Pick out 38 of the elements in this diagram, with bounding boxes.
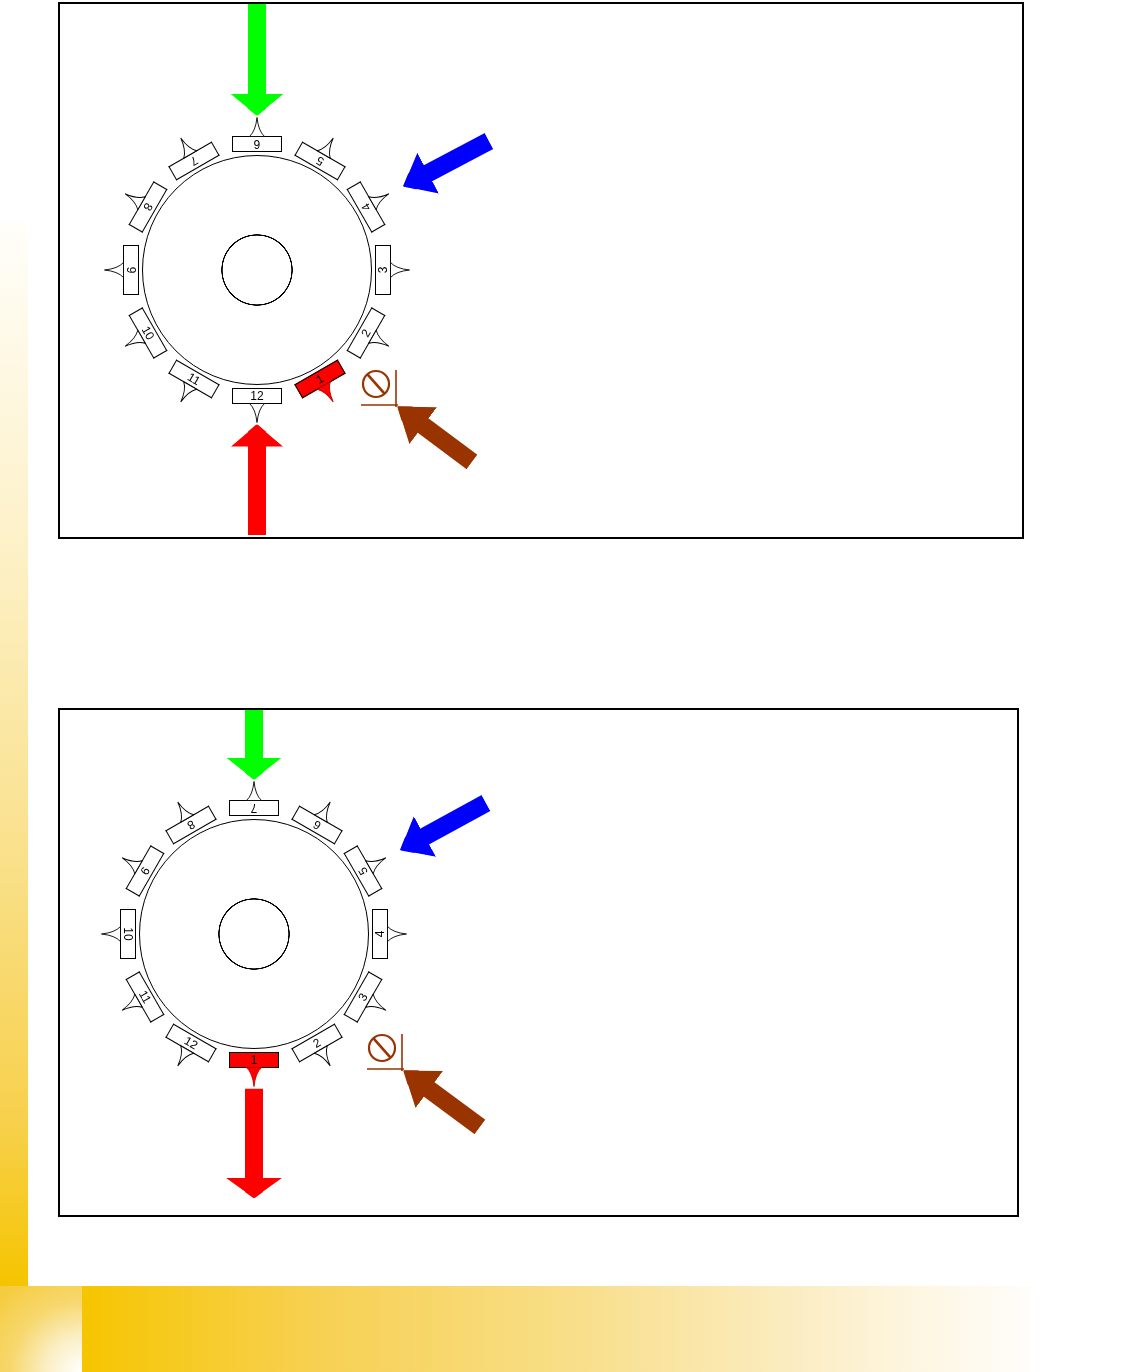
panel-frame [58,708,1019,1217]
station-number: 12 [182,1034,200,1052]
panel-frame [58,2,1024,539]
station-number: 9 [125,266,137,274]
arrow [397,406,478,470]
station-number: 1 [314,372,326,386]
station-number: 7 [188,154,200,168]
station-number: 10 [122,927,134,941]
station-number: 2 [311,1036,323,1050]
station-number: 12 [250,390,264,402]
station-number: 3 [377,266,389,274]
station-number: 8 [185,818,197,832]
station-number: 11 [136,988,154,1006]
arrow [226,709,282,780]
diameter-symbol [361,370,398,407]
station-number: 1 [250,1054,258,1066]
station-number: 6 [253,138,261,150]
station-number: 4 [359,201,373,213]
station-number: 11 [185,370,203,388]
arrow [230,3,284,116]
station-number: 2 [359,327,373,339]
station-number: 10 [139,324,157,342]
arrow [399,795,491,858]
station-number: 6 [311,818,323,832]
station-number: 9 [138,865,152,877]
station-number: 3 [356,991,370,1003]
station-number: 7 [250,802,258,814]
bottom-gradient-band [0,1286,1030,1372]
arrow [402,133,494,195]
diameter-symbol [367,1034,404,1071]
side-gradient-bar [0,222,28,1286]
station-number: 5 [314,154,326,168]
arrow [231,424,283,535]
arrow [403,1070,486,1135]
station-number: 5 [356,865,370,877]
station-number: 8 [141,201,155,213]
arrow [226,1088,282,1198]
station-number: 4 [374,930,386,938]
